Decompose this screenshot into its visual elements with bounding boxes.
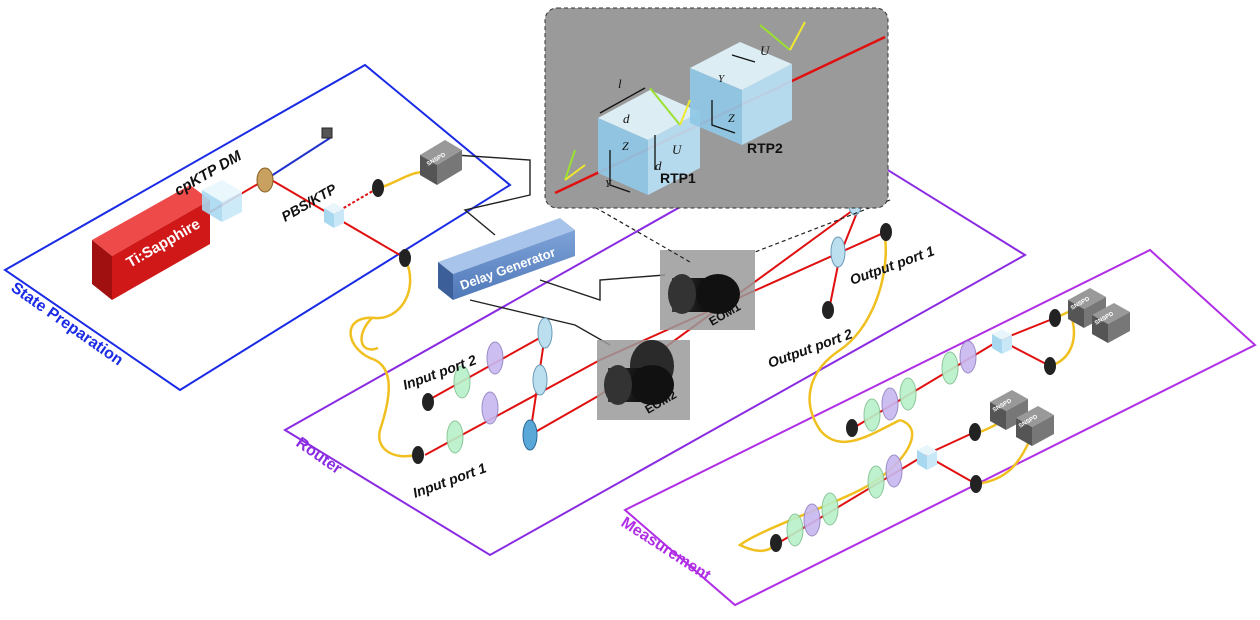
- rtp2-label: RTP2: [747, 140, 783, 156]
- inset-symbol-z-2: Z: [728, 111, 735, 125]
- snspd-detector-prep: SNSPD: [420, 140, 462, 185]
- waveplate-purple-1: [481, 391, 499, 425]
- fiber-coupler-input-1: [412, 446, 424, 464]
- input-port-1-label: Input port 1: [411, 459, 489, 500]
- beam-dump: [321, 127, 333, 139]
- snspd-detector-3: SNSPD: [990, 390, 1028, 430]
- output-port-1-label: Output port 1: [848, 242, 937, 287]
- rtp1-label: RTP1: [660, 170, 696, 186]
- snspd-detector-4: SNSPD: [1016, 406, 1054, 446]
- router-mirror-2: [532, 364, 548, 396]
- fiber-coupler-meas-6: [970, 475, 982, 493]
- fiber-coupler-output-2: [822, 301, 834, 319]
- measurement-panel: [623, 248, 1257, 607]
- inset-symbol-u-1: U: [672, 142, 683, 157]
- fiber-coupler-meas-4: [1044, 357, 1056, 375]
- router-panel: [283, 126, 1027, 557]
- inset-symbol-d-side: d: [655, 158, 662, 173]
- optical-fibers: [349, 170, 1097, 552]
- inset-symbol-z-1: Z: [622, 139, 629, 153]
- inset-symbol-u-2: U: [760, 43, 771, 58]
- dichroic-mirror: [256, 167, 274, 193]
- fiber-coupler-meas-5: [969, 423, 981, 441]
- fiber-coupler-input-2: [422, 393, 434, 411]
- router-label: Router: [293, 434, 345, 478]
- inset-symbol-l: l: [618, 76, 622, 91]
- waveplates-meas-lower: [786, 454, 903, 547]
- inset-symbol-y-2: Y: [718, 73, 726, 85]
- pump-beam-blue: [267, 137, 331, 179]
- snspd-detector-1: SNSPD: [1068, 288, 1106, 328]
- fiber-coupler-meas-3: [1049, 309, 1061, 327]
- waveplate-green-2: [453, 365, 471, 399]
- rtp-inset: l d Z Y d U U Y Z RTP1 RTP2: [544, 7, 889, 209]
- router-mirror-1: [537, 317, 553, 349]
- fiber-coupler-prep-1: [372, 179, 384, 197]
- pbs-meas-lower: [917, 445, 937, 470]
- snspd-detector-2: SNSPD: [1092, 303, 1130, 343]
- cpktp-crystal: [202, 180, 242, 222]
- waveplate-green-1: [446, 420, 464, 454]
- state-preparation-panel: [3, 63, 512, 392]
- measurement-label: Measurement: [618, 514, 714, 585]
- output-mirror-2: [830, 236, 846, 268]
- delay-generator: Delay Generator: [438, 218, 575, 300]
- eom2: EOM2: [597, 340, 690, 420]
- signal-cables: [454, 154, 666, 346]
- fiber-coupler-meas-2: [770, 534, 782, 552]
- fiber-coupler-output-1: [880, 223, 892, 241]
- pbs-meas-upper: [992, 329, 1012, 354]
- waveplate-purple-2: [486, 341, 504, 375]
- router-mirror-3: [522, 419, 538, 451]
- ti-sapphire-laser: Ti:Sapphire: [92, 185, 210, 300]
- inset-symbol-d-top: d: [623, 111, 630, 126]
- pbs-cube: [324, 203, 344, 228]
- fiber-coupler-prep-2: [399, 249, 411, 267]
- eom1: EOM1: [660, 250, 755, 330]
- fiber-coupler-meas-1: [846, 419, 858, 437]
- waveplates-meas-upper: [863, 340, 977, 432]
- inset-symbol-y-1: Y: [605, 178, 613, 190]
